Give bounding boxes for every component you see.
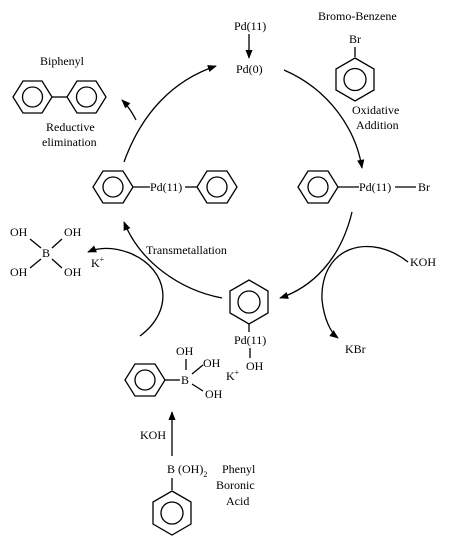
koh-right-label: KOH — [410, 255, 436, 269]
transmetallation-label: Transmetallation — [146, 243, 227, 257]
boric-oh1-label: OH — [10, 225, 28, 239]
borate-b-label: B — [181, 373, 189, 387]
borate-oh2-label: OH — [203, 356, 221, 370]
arrow-to-biphenyl — [121, 99, 137, 121]
boric-bond-1 — [29, 238, 42, 249]
bromo-br-label: Br — [349, 32, 361, 46]
boric-b-label: B — [42, 246, 50, 260]
boric-oh3-label: OH — [10, 265, 28, 279]
bromo-benzene-label: Bromo-Benzene — [318, 9, 397, 23]
arrow-koh-to-kbr — [321, 246, 409, 339]
pd11-br-br-label: Br — [418, 180, 430, 194]
arc-reductive-elimination — [123, 65, 217, 163]
reductive-label: Reductive — [46, 120, 95, 134]
elimination-label: elimination — [42, 135, 97, 149]
pd0-label: Pd(0) — [236, 62, 263, 76]
pd11-oh-oh-label: OH — [246, 359, 264, 373]
acid-label: Acid — [226, 494, 249, 508]
phenyl-label: Phenyl — [222, 462, 256, 476]
arc-oxidative-addition — [283, 69, 365, 169]
arc-transmetallation — [123, 221, 223, 299]
pd11-top-label: Pd(11) — [234, 19, 266, 33]
biphenyl-label: Biphenyl — [40, 54, 85, 68]
pd11-br-pd-label: Pd(11) — [359, 180, 391, 194]
benzene-ring-boronic — [152, 490, 192, 536]
oxidative-label: Oxidative — [352, 103, 399, 117]
benzene-ring-borate — [124, 363, 166, 397]
benzene-ring-diphenyl-left — [92, 170, 134, 204]
boric-bond-4 — [51, 258, 63, 269]
boronic-label: Boronic — [216, 478, 255, 492]
borate-bond-2 — [191, 364, 204, 375]
boric-bond-3 — [29, 258, 42, 269]
k-plus-mid-label: K+ — [226, 368, 240, 383]
benzene-ring-diphenyl-right — [196, 170, 238, 204]
borate-oh3-label: OH — [205, 387, 223, 401]
benzene-ring-biphenyl-left — [12, 80, 53, 114]
arrow-borate-to-boric — [87, 245, 164, 337]
benzene-ring-pd-oh — [229, 279, 269, 325]
boric-bond-2 — [51, 238, 63, 249]
boronic-b-label: B (OH)2 — [167, 462, 207, 479]
arc-transmetallation-to-pd — [279, 211, 353, 299]
borate-oh1-label: OH — [176, 344, 194, 358]
benzene-ring-bromobenzene — [335, 57, 375, 102]
borate-bond-3 — [191, 383, 204, 392]
pd11-diphenyl-label: Pd(11) — [150, 180, 182, 194]
boric-oh4-label: OH — [64, 265, 82, 279]
benzene-ring-biphenyl-right — [66, 80, 107, 114]
k-plus-left-label: K+ — [91, 255, 105, 270]
pd11-oh-pd-label: Pd(11) — [234, 333, 266, 347]
benzene-ring-pd-br — [297, 170, 339, 204]
addition-label: Addition — [356, 118, 399, 132]
kbr-label: KBr — [345, 342, 366, 356]
koh-bottom-label: KOH — [140, 428, 166, 442]
boric-oh2-label: OH — [64, 225, 82, 239]
